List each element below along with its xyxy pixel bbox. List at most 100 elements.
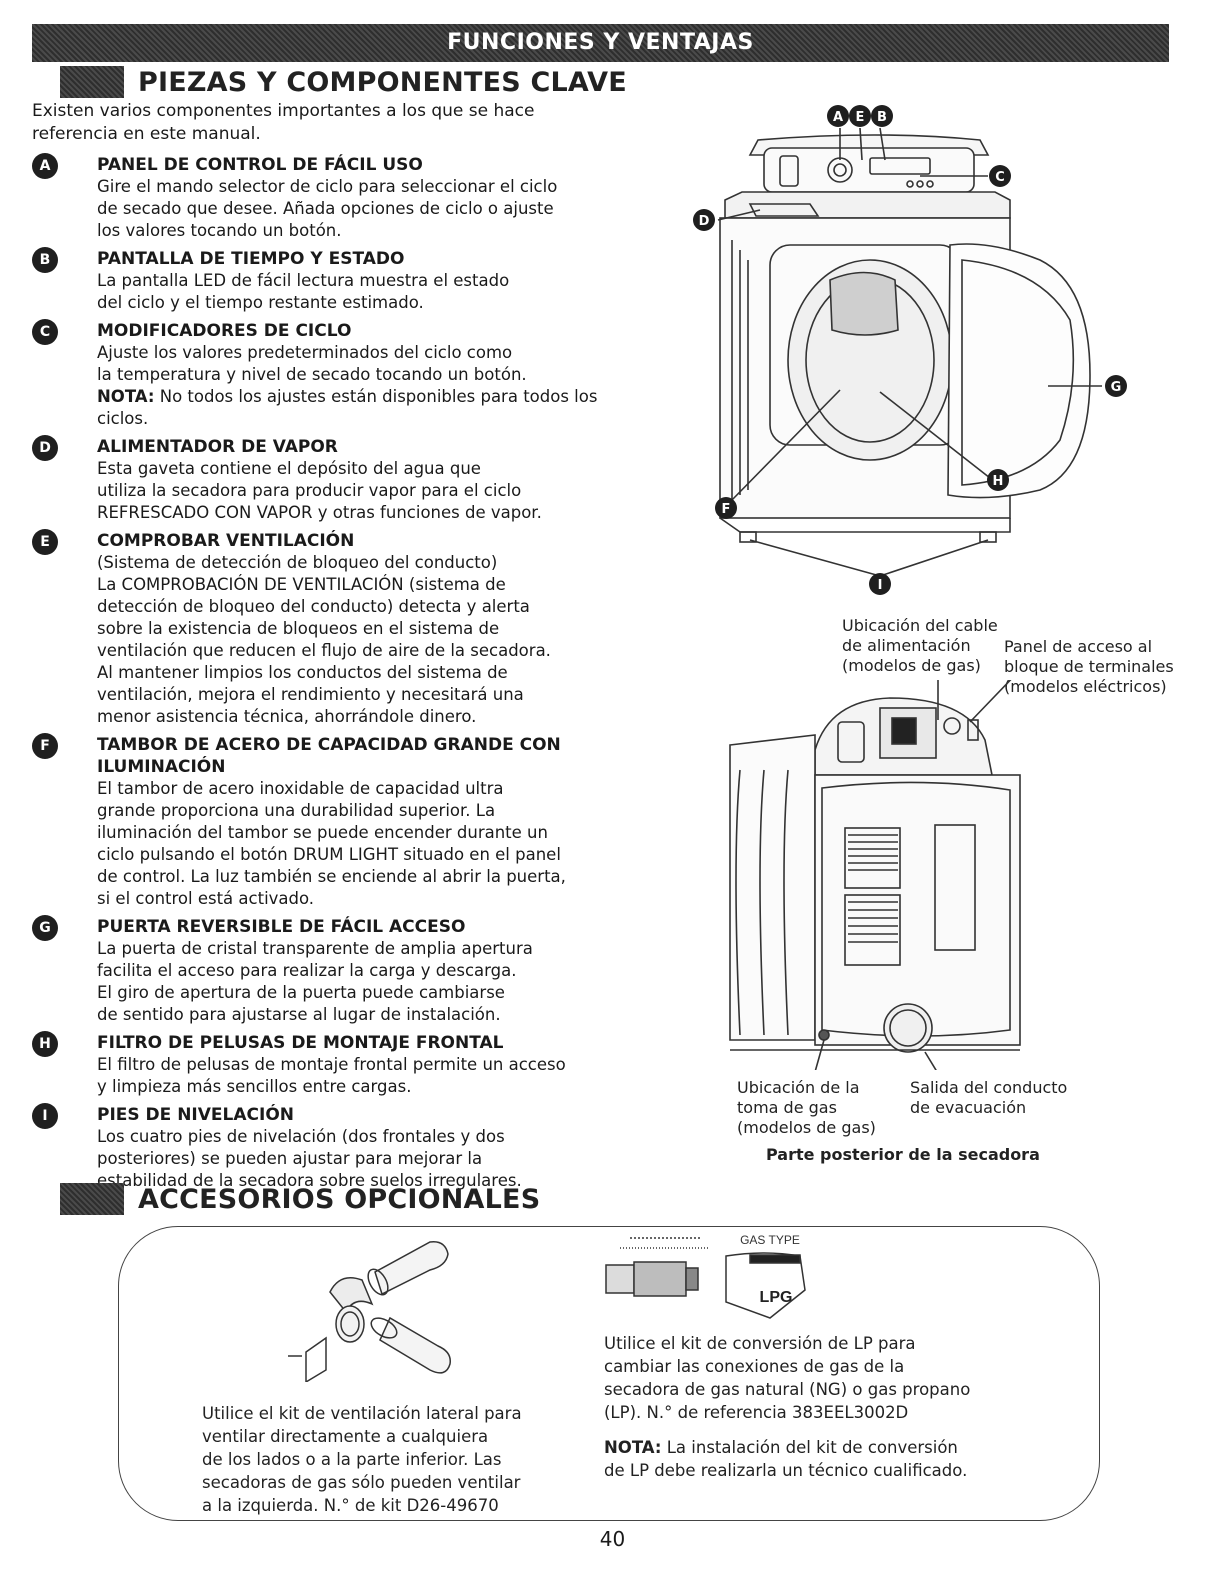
callout-d: D: [699, 214, 710, 229]
feature-body: El tambor de acero inoxidable de capacid…: [97, 778, 622, 910]
feature-body-line: El giro de apertura de la puerta puede c…: [97, 983, 505, 1002]
label-gas-inlet: Ubicación de la toma de gas (modelos de …: [737, 1078, 876, 1137]
feature-badge-icon: A: [32, 153, 58, 179]
feature-body-line: (Sistema de detección de bloqueo del con…: [97, 553, 498, 572]
feature-body-line: Al mantener limpios los conductos del si…: [97, 663, 508, 682]
feature-body-line: El tambor de acero inoxidable de capacid…: [97, 779, 504, 798]
feature-body-line: Ajuste los valores predeterminados del c…: [97, 343, 513, 362]
feature-body-line: estabilidad de la secadora sobre suelos …: [97, 1171, 522, 1190]
feature-body-line: facilita el acceso para realizar la carg…: [97, 961, 517, 980]
feature-body-line: de secado que desee. Añada opciones de c…: [97, 199, 554, 218]
callout-a: A: [833, 110, 843, 125]
callout-h: H: [993, 474, 1004, 489]
feature-body-line: iluminación del tambor se puede encender…: [97, 823, 548, 842]
feature-body-line: sobre la existencia de bloqueos en el si…: [97, 619, 500, 638]
feature-body-line: de sentido para ajustarse al lugar de in…: [97, 1005, 501, 1024]
feature-body-line: los valores tocando un botón.: [97, 221, 342, 240]
feature-body-line: posteriores) se pueden ajustar para mejo…: [97, 1149, 483, 1168]
rear-dryer-diagram: [729, 680, 1021, 1070]
feature-body-line: si el control está activado.: [97, 889, 315, 908]
heading-key-parts: PIEZAS Y COMPONENTES CLAVE: [60, 66, 627, 98]
lp-conversion-kit-illustration: GAS TYPE LPG: [605, 1233, 806, 1319]
feature-title: PUERTA REVERSIBLE DE FÁCIL ACCESO: [97, 917, 466, 937]
feature-badge-icon: B: [32, 247, 58, 273]
heading-text: PIEZAS Y COMPONENTES CLAVE: [138, 66, 627, 98]
label-terminal-panel: Panel de acceso al bloque de terminales …: [1004, 637, 1174, 696]
feature-body-line: La puerta de cristal transparente de amp…: [97, 939, 533, 958]
feature-title: PANEL DE CONTROL DE FÁCIL USO: [97, 155, 423, 175]
heading-bar: [60, 66, 124, 98]
feature-item-g: G PUERTA REVERSIBLE DE FÁCIL ACCESO La pue…: [32, 915, 622, 1026]
accessories-panel: [118, 1226, 1100, 1521]
heading-optional-accessories: ACCESORIOS OPCIONALES: [60, 1183, 540, 1215]
label-power-cable: Ubicación del cable de alimentación (mod…: [842, 616, 998, 675]
feature-body-line: La COMPROBACIÓN DE VENTILACIÓN (sistema …: [97, 575, 506, 594]
feature-title: COMPROBAR VENTILACIÓN: [97, 531, 355, 551]
vent-kit-description: Utilice el kit de ventilación lateral pa…: [202, 1404, 522, 1515]
feature-badge-icon: H: [32, 1031, 58, 1057]
label-exhaust-outlet: Salida del conducto de evacuación: [910, 1078, 1068, 1117]
callout-i: I: [878, 578, 883, 593]
callout-b: B: [877, 110, 887, 125]
feature-item-i: I PIES DE NIVELACIÓN Los cuatro pies de ni…: [32, 1103, 622, 1192]
callout-g: G: [1111, 380, 1122, 395]
feature-body-line: ciclo pulsando el botón DRUM LIGHT situa…: [97, 845, 561, 864]
feature-body-line: utiliza la secadora para producir vapor …: [97, 481, 522, 500]
feature-item-c: C MODIFICADORES DE CICLO Ajuste los valore…: [32, 319, 622, 430]
lp-kit-description: Utilice el kit de conversión de LP para …: [604, 1334, 971, 1422]
intro-text: Existen varios componentes importantes a…: [32, 101, 535, 144]
heading-bar: [60, 1183, 124, 1215]
front-dryer-diagram: A E B C D G H F I: [693, 105, 1127, 595]
feature-body: Gire el mando selector de ciclo para sel…: [97, 176, 622, 242]
feature-body-line: grande proporciona una durabilidad super…: [97, 801, 496, 820]
feature-item-e: E COMPROBAR VENTILACIÓN (Sistema de detecc…: [32, 529, 622, 728]
feature-item-d: D ALIMENTADOR DE VAPOR Esta gaveta contien…: [32, 435, 622, 524]
callout-e: E: [856, 110, 865, 125]
feature-badge-icon: F: [32, 733, 58, 759]
feature-item-h: H FILTRO DE PELUSAS DE MONTAJE FRONTAL El …: [32, 1031, 622, 1098]
feature-badge-icon: I: [32, 1103, 58, 1129]
feature-list: A PANEL DE CONTROL DE FÁCIL USO Gire el ma…: [32, 153, 622, 1198]
feature-badge-icon: G: [32, 915, 58, 941]
feature-body: Esta gaveta contiene el depósito del agu…: [97, 458, 622, 524]
lpg-tag-label: LPG: [760, 1289, 793, 1306]
feature-title: TAMBOR DE ACERO DE CAPACIDAD GRANDE CON …: [97, 735, 561, 777]
feature-body-line: REFRESCADO CON VAPOR y otras funciones d…: [97, 503, 542, 522]
feature-body: La puerta de cristal transparente de amp…: [97, 938, 622, 1026]
feature-body-line: de control. La luz también se enciende a…: [97, 867, 566, 886]
feature-body-line: y limpieza más sencillos entre cargas.: [97, 1077, 412, 1096]
feature-item-f: F TAMBOR DE ACERO DE CAPACIDAD GRANDE CON…: [32, 733, 622, 910]
rear-diagram-caption: Parte posterior de la secadora: [766, 1145, 1040, 1164]
feature-body-line: Esta gaveta contiene el depósito del agu…: [97, 459, 481, 478]
feature-title: ALIMENTADOR DE VAPOR: [97, 437, 338, 457]
feature-badge-icon: C: [32, 319, 58, 345]
feature-title: PIES DE NIVELACIÓN: [97, 1105, 294, 1125]
feature-body-line: El filtro de pelusas de montaje frontal …: [97, 1055, 566, 1074]
lp-kit-note: NOTA: La instalación del kit de conversi…: [604, 1438, 968, 1480]
section-banner: FUNCIONES Y VENTAJAS: [32, 24, 1169, 62]
feature-body: Ajuste los valores predeterminados del c…: [97, 342, 622, 430]
callout-c: C: [995, 170, 1005, 185]
feature-body-line: ventilación, mejora el rendimiento y nec…: [97, 685, 524, 704]
feature-body-line: menor asistencia técnica, ahorrándole di…: [97, 707, 477, 726]
feature-body: (Sistema de detección de bloqueo del con…: [97, 552, 622, 728]
feature-title: FILTRO DE PELUSAS DE MONTAJE FRONTAL: [97, 1033, 504, 1053]
feature-note: NOTA: No todos los ajustes están disponi…: [97, 387, 598, 428]
feature-badge-icon: E: [32, 529, 58, 555]
feature-body-line: Gire el mando selector de ciclo para sel…: [97, 177, 558, 196]
feature-body: Los cuatro pies de nivelación (dos front…: [97, 1126, 622, 1192]
feature-body-line: La pantalla LED de fácil lectura muestra…: [97, 271, 510, 290]
feature-body-line: la temperatura y nivel de secado tocando…: [97, 365, 527, 384]
feature-body-line: del ciclo y el tiempo restante estimado.: [97, 293, 424, 312]
feature-badge-icon: D: [32, 435, 58, 461]
side-vent-kit-illustration: [288, 1241, 451, 1382]
feature-body-line: detección de bloqueo del conducto) detec…: [97, 597, 530, 616]
gas-type-label: GAS TYPE: [740, 1233, 800, 1247]
feature-body: La pantalla LED de fácil lectura muestra…: [97, 270, 622, 314]
heading-text: ACCESORIOS OPCIONALES: [138, 1183, 541, 1215]
feature-body: El filtro de pelusas de montaje frontal …: [97, 1054, 622, 1098]
feature-title: MODIFICADORES DE CICLO: [97, 321, 352, 341]
feature-body-line: Los cuatro pies de nivelación (dos front…: [97, 1127, 505, 1146]
page-number: 40: [599, 1527, 626, 1551]
